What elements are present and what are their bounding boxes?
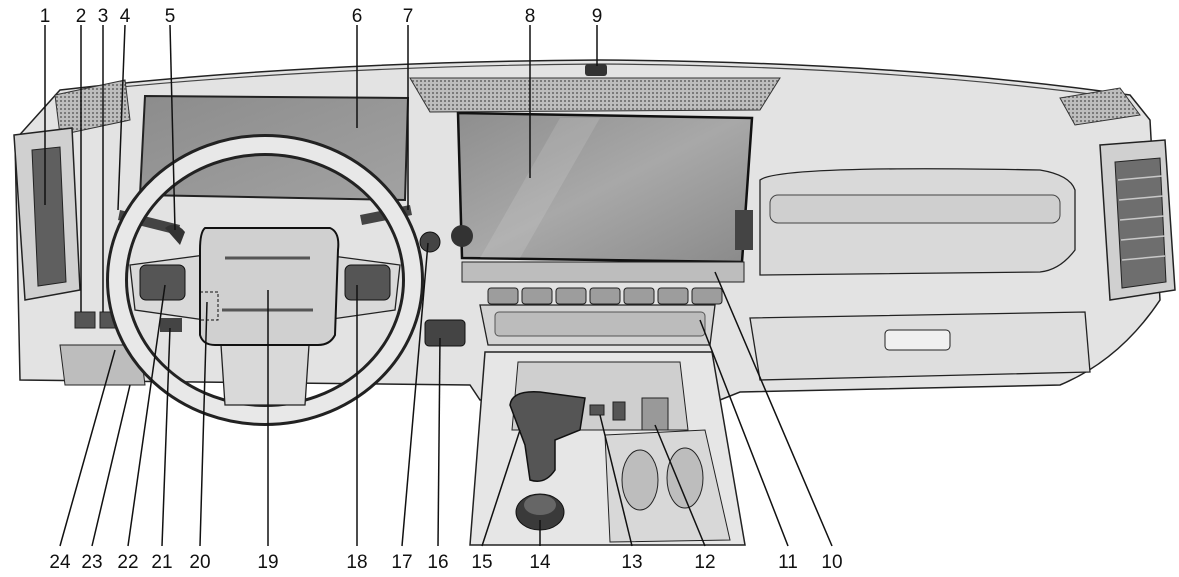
steering-wheel-rim-highlight bbox=[109, 137, 421, 423]
callout-15: 15 bbox=[471, 552, 492, 573]
center-grille bbox=[409, 77, 781, 113]
callout-16: 16 bbox=[427, 552, 448, 573]
lamp-switch bbox=[74, 311, 96, 329]
callout-3: 3 bbox=[98, 6, 109, 27]
window-switches bbox=[424, 319, 466, 347]
callout-14: 14 bbox=[529, 552, 551, 573]
callout-7: 7 bbox=[403, 6, 414, 27]
dashboard-illustration bbox=[13, 59, 1176, 546]
callout-23: 23 bbox=[81, 552, 102, 573]
cupholder-left bbox=[621, 449, 659, 511]
right-vent-louvers bbox=[1114, 157, 1167, 289]
shift-lever bbox=[509, 391, 586, 482]
callout-5: 5 bbox=[165, 6, 176, 27]
callout-17: 17 bbox=[391, 552, 412, 573]
lower-left-panel bbox=[59, 344, 146, 386]
callout-19: 19 bbox=[257, 552, 278, 573]
callout-2: 2 bbox=[76, 6, 87, 27]
center-screen-glare bbox=[480, 118, 600, 258]
hazard-button bbox=[419, 231, 441, 253]
paddle-left bbox=[160, 318, 182, 332]
callout-24: 24 bbox=[49, 552, 71, 573]
callout-8: 8 bbox=[525, 6, 536, 27]
callout-1: 1 bbox=[40, 6, 51, 27]
left-grille bbox=[54, 79, 131, 136]
callout-18: 18 bbox=[346, 552, 367, 573]
bottom-callout-labels: 24 23 22 21 20 19 18 17 16 15 14 13 12 1… bbox=[49, 552, 842, 573]
wireless-charger bbox=[641, 397, 669, 431]
callout-6: 6 bbox=[352, 6, 363, 27]
dashed-control bbox=[199, 291, 219, 321]
passenger-trim-strip bbox=[769, 194, 1061, 224]
windshield-camera bbox=[585, 64, 607, 76]
glove-box-handle bbox=[884, 329, 951, 351]
callout-11: 11 bbox=[778, 552, 798, 573]
callout-4: 4 bbox=[120, 6, 131, 27]
cruise-lever bbox=[165, 224, 185, 245]
cupholder-right bbox=[666, 447, 704, 509]
drive-mode-knob-top bbox=[524, 495, 556, 515]
screen-right-mount bbox=[735, 210, 753, 250]
screen-left-knob bbox=[451, 225, 473, 247]
right-steering-controls bbox=[344, 264, 391, 301]
callout-12: 12 bbox=[694, 552, 715, 573]
left-vent-louvers bbox=[31, 146, 67, 287]
power-outlet bbox=[612, 401, 626, 421]
left-steering-controls bbox=[139, 264, 186, 301]
callout-10: 10 bbox=[821, 552, 842, 573]
callout-9: 9 bbox=[592, 6, 603, 27]
right-vent-slats bbox=[1117, 175, 1166, 261]
screen-lower-strip bbox=[461, 261, 745, 283]
climate-button-row bbox=[487, 287, 723, 305]
callout-20: 20 bbox=[189, 552, 210, 573]
callout-13: 13 bbox=[621, 552, 642, 573]
usb-port bbox=[589, 404, 605, 416]
top-callout-labels: 1 2 3 4 5 6 7 8 9 bbox=[40, 6, 603, 27]
callout-22: 22 bbox=[117, 552, 138, 573]
climate-panel-window bbox=[494, 311, 706, 337]
leader-lines bbox=[44, 24, 833, 547]
steering-wheel-airbag bbox=[199, 227, 340, 346]
callout-21: 21 bbox=[151, 552, 172, 573]
right-grille bbox=[1059, 87, 1141, 126]
